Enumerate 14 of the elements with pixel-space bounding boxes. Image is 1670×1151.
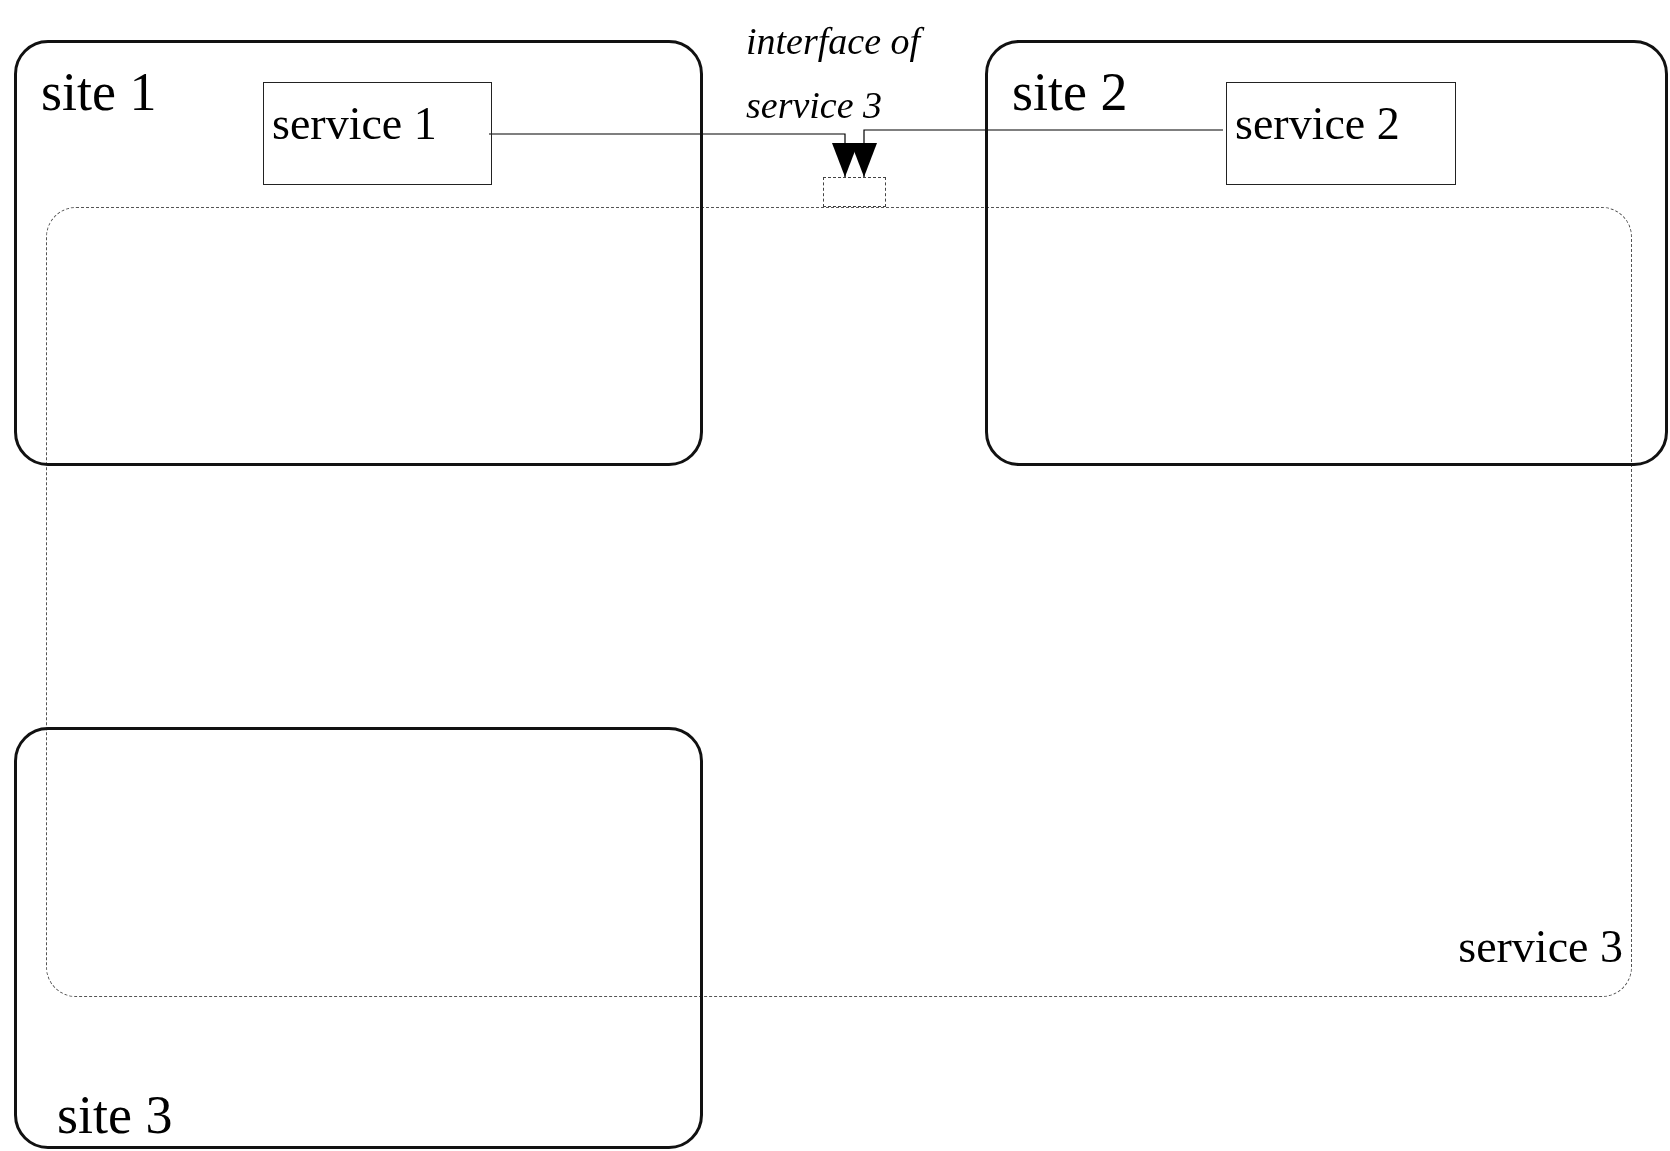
service-box [1226, 82, 1456, 185]
service-box [263, 82, 492, 185]
arrow [851, 129, 1224, 178]
service-label: service 2 [1235, 101, 1400, 147]
site-label: site 1 [41, 65, 157, 119]
service-label: service 3 [1458, 924, 1623, 970]
site-label: site 3 [57, 1088, 173, 1142]
service-label: service 1 [272, 101, 437, 147]
site-boundary [14, 40, 703, 466]
site-boundary [14, 727, 703, 1149]
service-region [46, 207, 1632, 997]
interface-label: interface of service 3 [746, 9, 976, 137]
site-boundary [985, 40, 1668, 466]
site-label: site 2 [1012, 65, 1128, 119]
